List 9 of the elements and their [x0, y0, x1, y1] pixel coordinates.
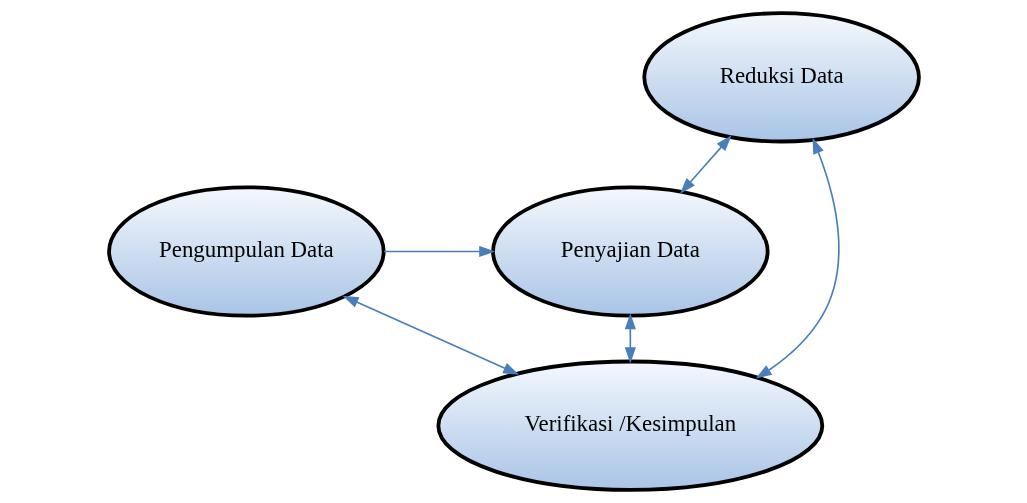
arrow [624, 313, 636, 364]
arrow [755, 137, 840, 379]
node-ellipse: Penyajian Data [490, 185, 770, 318]
node-ellipse: Pengumpulan Data [106, 185, 386, 318]
node-ellipse: Verifikasi /Kesimpulan [435, 359, 824, 492]
arrow [382, 245, 495, 258]
arrow [341, 295, 519, 375]
arrow [679, 135, 732, 194]
node-ellipse: Reduksi Data [641, 11, 921, 144]
